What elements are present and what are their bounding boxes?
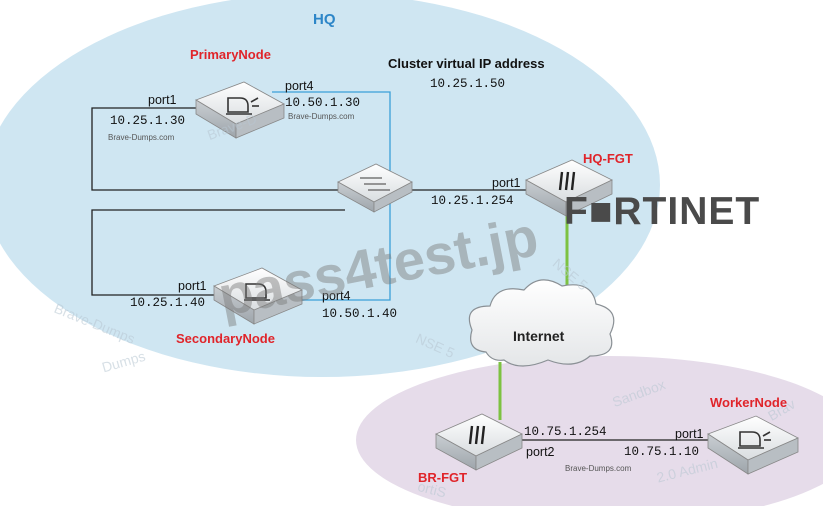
- secondary-port4-label: port4: [322, 289, 351, 303]
- hq-fgt-port1-ip: 10.25.1.254: [431, 194, 514, 208]
- primary-tag-right: Brave-Dumps.com: [288, 112, 355, 121]
- br-fgt-port2-label: port2: [526, 445, 555, 459]
- internet-label: Internet: [513, 328, 565, 344]
- br-fgt-tag: Brave-Dumps.com: [565, 464, 632, 473]
- internet-cloud: [468, 279, 615, 367]
- link-secondary-port1-to-switch: [91, 209, 345, 296]
- secondary-port4-ip: 10.50.1.40: [322, 307, 398, 321]
- secondary-port1-label: port1: [178, 279, 207, 293]
- br-fgt-name: BR-FGT: [418, 470, 468, 485]
- worker-port1-ip: 10.75.1.10: [624, 445, 700, 459]
- primary-port4-ip: 10.50.1.30: [285, 96, 361, 110]
- secondary-port1-ip: 10.25.1.40: [130, 296, 206, 310]
- hq-fgt-name: HQ-FGT: [583, 151, 633, 166]
- hq-fgt-port1-label: port1: [492, 176, 521, 190]
- cluster-vip-address: 10.25.1.50: [430, 77, 506, 91]
- primary-port1-ip: 10.25.1.30: [110, 114, 186, 128]
- fortinet-logo-watermark: F■RTINET: [564, 190, 761, 233]
- link-primary-port1-to-switch: [91, 107, 345, 191]
- primary-port1-label: port1: [148, 93, 177, 107]
- switch-arrows-icon: [360, 177, 390, 191]
- server-icon: [226, 97, 259, 115]
- server-icon: [244, 283, 270, 301]
- hq-zone-label: HQ: [313, 11, 336, 28]
- worker-node-device[interactable]: [707, 415, 799, 475]
- primary-tag-left: Brave-Dumps.com: [108, 133, 175, 142]
- server-icon: [738, 431, 771, 449]
- hq-fgt-device[interactable]: [525, 159, 613, 217]
- firewall-icon: [468, 425, 486, 445]
- br-fgt-device[interactable]: [435, 413, 523, 471]
- cluster-vip-title: Cluster virtual IP address: [388, 56, 545, 71]
- primary-node-name: PrimaryNode: [190, 47, 271, 62]
- secondary-node-name: SecondaryNode: [176, 331, 275, 346]
- primary-node-device[interactable]: [195, 81, 285, 139]
- firewall-icon: [558, 171, 576, 191]
- br-fgt-port-ip: 10.75.1.254: [524, 425, 607, 439]
- hq-zone: [0, 0, 660, 377]
- switch-device[interactable]: [337, 163, 413, 213]
- worker-node-name: WorkerNode: [710, 395, 788, 410]
- worker-port1-label: port1: [675, 427, 704, 441]
- primary-port4-label: port4: [285, 79, 314, 93]
- secondary-node-device[interactable]: [213, 267, 303, 325]
